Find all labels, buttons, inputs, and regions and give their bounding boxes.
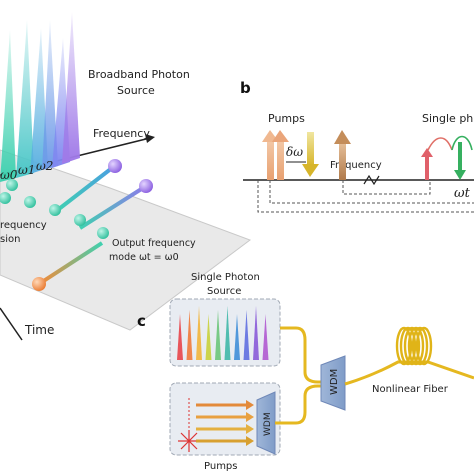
dashed-connector-outer (257, 180, 474, 213)
spectral-peak (62, 12, 80, 164)
panel-c: c Single Photon Source WDM (137, 272, 474, 472)
left-cut-label-line2: sion (0, 234, 20, 245)
single-photon-cut-label: Single ph (422, 112, 473, 125)
coil-loop (415, 326, 433, 366)
pump-arrow-2 (272, 130, 289, 180)
frequency-axis-label: Frequency (93, 127, 150, 140)
source-spectrum (177, 306, 269, 360)
output-mode-label-line2: mode ωt = ω0 (109, 252, 179, 263)
fiber-from-source (280, 326, 322, 384)
red-photon-arrow (421, 148, 433, 180)
panel-a: Broadband Photon Source Frequency ω0 ω1 … (0, 12, 252, 341)
spectral-line (262, 314, 269, 360)
panel-c-letter: c (137, 312, 146, 330)
delta-omega-label: δω (286, 145, 303, 159)
photon-teal (6, 179, 18, 191)
omega1-label: ω1 (18, 163, 35, 177)
spectral-line (215, 310, 221, 360)
spectral-peak (42, 20, 58, 170)
source-label-line2: Source (207, 286, 241, 297)
broadband-spectrum (0, 12, 80, 182)
coil-loop (403, 326, 421, 366)
spectral-line (234, 314, 240, 360)
left-cut-label-line1: requency (0, 220, 47, 231)
conversion-arc-red (427, 137, 453, 151)
broadband-source-label-line2: Source (117, 84, 155, 97)
pumps-label-c: Pumps (204, 461, 238, 472)
photon-purple-upper (108, 159, 122, 173)
time-axis-label: Time (24, 323, 54, 337)
green-photon-arrow (454, 142, 466, 180)
photon-teal (97, 227, 109, 239)
panel-b: b Pumps Single ph Frequency δω (240, 79, 474, 213)
main-wdm: WDM (320, 355, 346, 411)
photon-teal (74, 214, 86, 226)
small-wdm: WDM (256, 391, 276, 455)
spectral-line (253, 306, 259, 360)
pump-source-box (169, 382, 281, 456)
photon-teal (24, 196, 36, 208)
fiber-output (344, 360, 474, 386)
photon-orange (32, 277, 46, 291)
photon-teal (49, 204, 61, 216)
spectral-line (224, 306, 231, 360)
spectral-peak (30, 28, 48, 174)
conversion-arc-green (451, 135, 473, 151)
broadband-source-label-line1: Broadband Photon (88, 68, 190, 81)
spectral-peak (16, 20, 34, 178)
omega-t-label: ωt (454, 186, 471, 201)
spectral-line (177, 314, 183, 360)
coil-loop (411, 326, 429, 366)
photon-path-purple-upper (53, 166, 114, 214)
coil-loop (407, 326, 425, 366)
omega0-label: ω0 (0, 168, 18, 182)
coil-loop (399, 326, 417, 366)
frequency-label-b: Frequency (330, 160, 382, 171)
time-axis-line (0, 307, 23, 341)
pump-arrow-down (302, 132, 319, 177)
panel-b-letter: b (240, 79, 251, 97)
photon-path-orange (40, 241, 104, 284)
nonlinear-fiber-coil (395, 326, 433, 366)
main-wdm-label: WDM (329, 369, 340, 395)
spectral-line (196, 306, 202, 360)
nonlinear-fiber-label: Nonlinear Fiber (372, 384, 449, 395)
dashed-connector-inner (269, 180, 474, 204)
spectral-line (243, 310, 250, 360)
omega2-label: ω2 (36, 159, 53, 173)
photon-teal (0, 192, 11, 204)
frequency-axis-arrowhead (145, 134, 155, 143)
axis-break (363, 174, 380, 186)
photon-path-purple-lower (78, 186, 145, 230)
pumps-label-b: Pumps (268, 112, 305, 125)
source-label-line1: Single Photon (191, 272, 260, 283)
coil-loop (395, 326, 413, 366)
small-wdm-label: WDM (263, 412, 273, 436)
fiber-from-pumps (275, 384, 322, 425)
pump-arrow-3 (334, 130, 351, 180)
pump-beams (196, 400, 254, 446)
converted-photon-row (0, 179, 109, 239)
spectral-peak (0, 30, 16, 182)
spectral-line (205, 314, 212, 360)
photon-purple-lower (139, 179, 153, 193)
spectral-line (186, 310, 193, 360)
dashed-connector-right (342, 180, 431, 195)
output-mode-label-line1: Output frequency (112, 238, 196, 249)
